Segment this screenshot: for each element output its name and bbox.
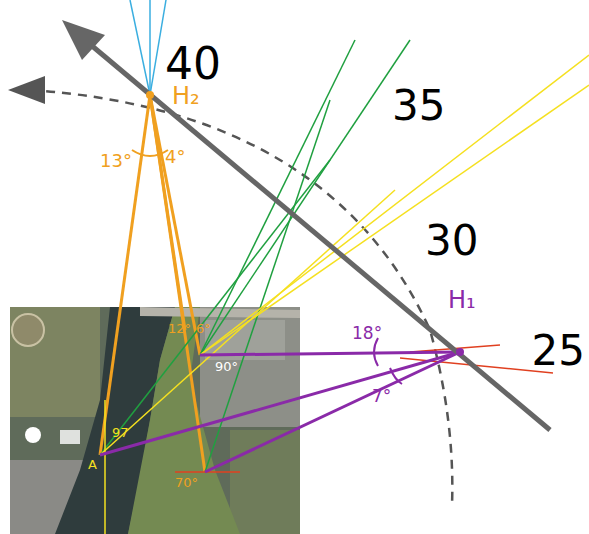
- point-label: A: [88, 458, 97, 471]
- orange-sight-lines: [100, 95, 205, 472]
- red-lines: [175, 345, 553, 472]
- angle-label: 97: [112, 426, 129, 439]
- distance-number: 25: [532, 330, 585, 372]
- distance-number: 40: [165, 42, 221, 86]
- point-label: H₁: [448, 288, 476, 312]
- purple-sight-lines: [100, 338, 460, 472]
- point-h2: [146, 91, 154, 99]
- distance-number: 35: [392, 85, 445, 127]
- angle-label: 7°: [372, 388, 391, 405]
- angle-label: 4°: [165, 148, 185, 166]
- angle-label: 12°: [168, 322, 191, 335]
- point-label: H₂: [172, 84, 200, 108]
- angle-label: 18°: [352, 325, 382, 342]
- angle-label: 70°: [175, 476, 198, 489]
- angle-label: 90°: [215, 360, 238, 373]
- green-lines: [100, 40, 410, 472]
- angle-arc: [132, 150, 168, 156]
- satellite-map: [10, 307, 300, 534]
- yellow-lines: [100, 55, 589, 534]
- distance-number: 30: [425, 220, 478, 262]
- arc-arrowhead: [8, 76, 45, 104]
- point-h1: [456, 348, 464, 356]
- angle-label: 6°: [196, 322, 211, 335]
- direction-arrow: [85, 40, 550, 430]
- direction-arrowhead: [62, 20, 105, 60]
- angle-label: 13°: [100, 152, 132, 170]
